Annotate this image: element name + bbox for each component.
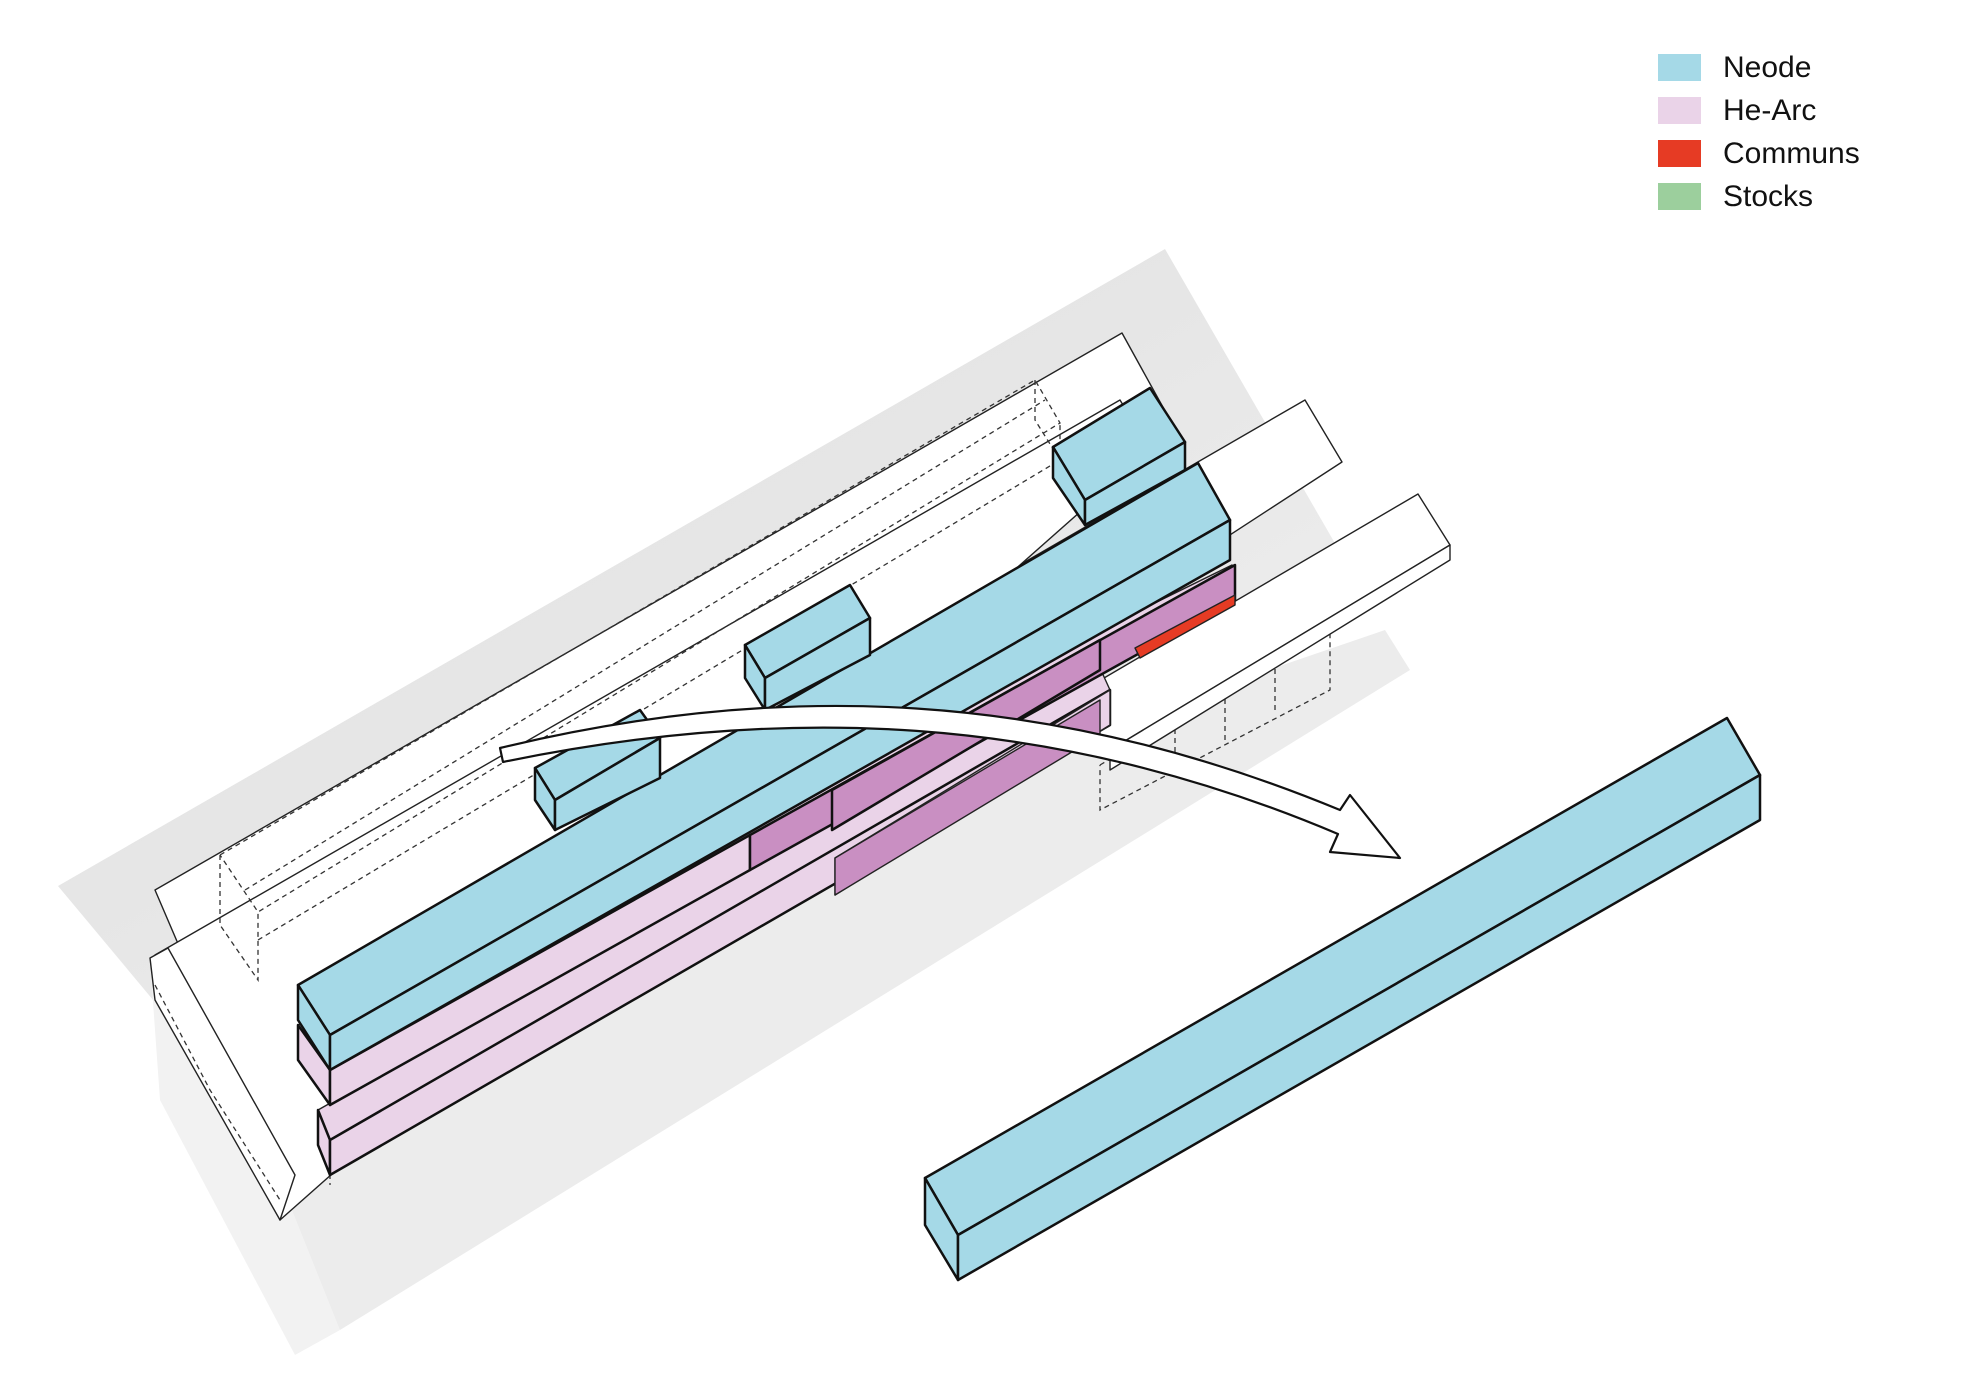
site-shadow-lower [160, 630, 1410, 1330]
legend-item-communs: Communs [1658, 132, 1860, 175]
legend-item-he-arc: He-Arc [1658, 89, 1860, 132]
legend-label-he-arc: He-Arc [1723, 93, 1817, 127]
legend: Neode He-Arc Communs Stocks [1658, 46, 1860, 218]
legend-label-communs: Communs [1723, 136, 1860, 170]
neode-block-mid [743, 583, 872, 712]
dashed-volume-back [219, 379, 1061, 983]
neode-relocated-bar [923, 716, 1762, 1282]
communs-strip [1134, 594, 1236, 659]
white-slab-right-side [1109, 544, 1451, 771]
move-arrow [498, 704, 1402, 860]
legend-swatch-communs [1658, 140, 1701, 167]
neode-block-right [1051, 386, 1187, 527]
legend-label-stocks: Stocks [1723, 179, 1814, 213]
dashed-volume-right [1099, 628, 1331, 812]
ground-slab-rim [149, 947, 296, 1221]
legend-swatch-he-arc [1658, 97, 1701, 124]
legend-swatch-neode [1658, 54, 1701, 81]
legend-item-neode: Neode [1658, 46, 1860, 89]
legend-item-stocks: Stocks [1658, 175, 1860, 218]
legend-label-neode: Neode [1723, 50, 1812, 84]
neode-main-bar [296, 461, 1232, 1072]
legend-swatch-stocks [1658, 183, 1701, 210]
